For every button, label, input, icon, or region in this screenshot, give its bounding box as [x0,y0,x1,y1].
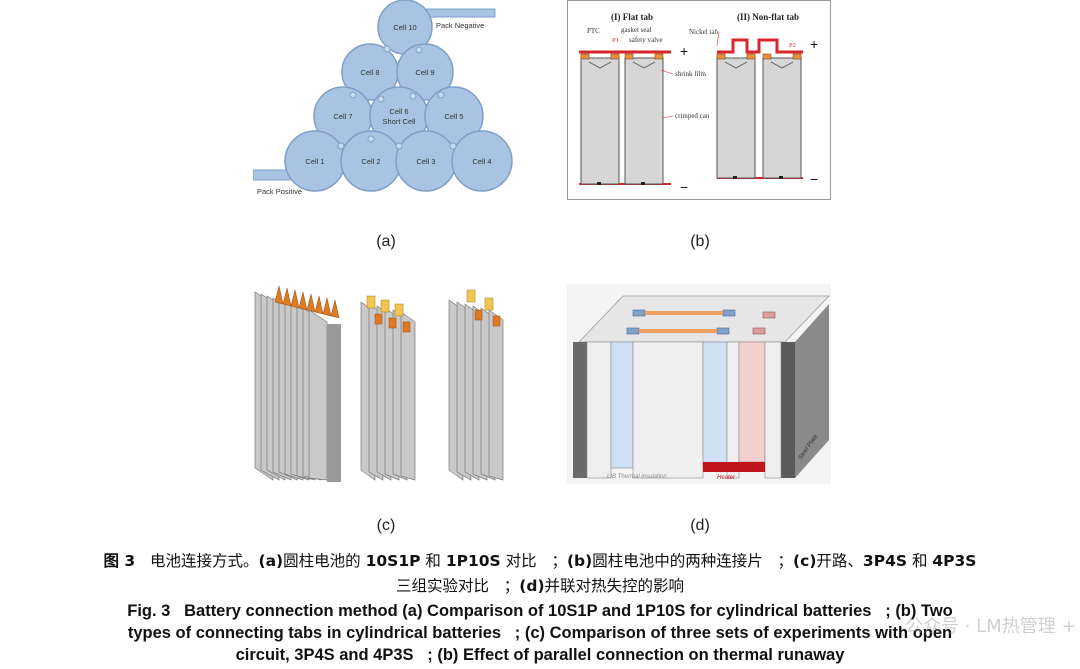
p2-label: P2 [789,42,796,49]
flat-cell-1 [580,57,620,185]
panel-d-figure: LIB Thermal insulation Heater Steel Plat… [567,284,831,484]
cell-7-label: Cell 7 [333,112,352,121]
crimped-can-label: crimped can [675,112,710,120]
cell-1-label: Cell 1 [305,157,324,166]
cell-4-label: Cell 4 [472,157,491,166]
panel-a-figure: Cell 10 Cell 8 Cell 9 Cell 7 Cell 6 Shor… [253,0,521,200]
panel-a-label: (a) [376,233,396,250]
cell-10-label: Cell 10 [393,23,416,32]
steel-plate [795,304,829,478]
nonflat-cell-1 [716,57,756,179]
gasket-seal-label: gasket seal [621,26,652,34]
caption-cn-line2: 三组实验对比 ；(d)并联对热失控的影响 [395,577,685,595]
panel-d-svg: LIB Thermal insulation Heater Steel Plat… [567,284,831,484]
panel-c-figure [253,284,517,484]
watermark: 公众号 · LM热管理 + [905,616,1077,637]
caption-en-line1: Fig. 3 Battery connection method (a) Com… [127,602,953,620]
cell-9 [396,43,454,101]
panel-d-label: (d) [690,517,710,534]
nonflat-minus: − [810,171,818,187]
caption-cn-line1: 图 3 电池连接方式。(a)圆柱电池的 10S1P 和 1P10S 对比 ；(b… [103,552,977,570]
pack-4p3s [448,289,504,481]
blue-cell-left [610,341,634,469]
heater-label: Heater [717,475,736,481]
pack-open-circuit [254,285,341,482]
shrink-film-label: shrink film [675,70,706,78]
panel-b-figure: (I) Flat tab (II) Non-flat tab PTC gaske… [567,0,831,200]
box-top [578,295,830,343]
pack-positive-label: Pack Positive [257,187,302,196]
ptc-label: PTC [587,27,600,35]
panel-c-svg [253,284,517,484]
cell-3-label: Cell 3 [416,157,435,166]
cell-2-label: Cell 2 [361,157,380,166]
non-flat-tab-title: (II) Non-flat tab [737,12,799,22]
heater-block [703,462,765,472]
panel-b-label: (b) [690,233,710,250]
flat-tab-title: (I) Flat tab [611,12,653,22]
pack-3p4s [360,295,416,481]
pink-cell [738,341,766,463]
cell-6-label: Cell 6 [389,107,408,116]
lib-insulation-label: LIB Thermal insulation [607,474,667,480]
panel-a-svg: Cell 10 Cell 8 Cell 9 Cell 7 Cell 6 Shor… [253,0,513,196]
left-end-plate [573,342,587,478]
pack-positive-lead [253,169,292,181]
cell-9-label: Cell 9 [415,68,434,77]
nickel-tab-label: Nickel tab [689,28,718,36]
cell-4 [451,130,513,192]
panel-b-svg: (I) Flat tab (II) Non-flat tab PTC gaske… [567,0,831,200]
caption-en-line3: circuit, 3P4S and 4P3S ; (b) Effect of p… [235,646,845,664]
cell-5-label: Cell 5 [444,112,463,121]
cell-8-label: Cell 8 [360,68,379,77]
flat-plus: + [680,43,688,59]
panel-c-label: (c) [376,517,396,534]
flat-minus: − [680,179,688,195]
flat-cell-2 [624,57,664,185]
caption-en-line2: types of connecting tabs in cylindrical … [127,624,953,642]
short-cell-label: Short Cell [383,117,416,126]
p1-label: P1 [612,37,619,44]
nonflat-cell-2 [762,57,802,179]
nonflat-plus: + [810,36,818,52]
pack-negative-label: Pack Negative [436,21,484,30]
blue-cell-middle [702,341,728,469]
safety-valve-label: safety valve [629,36,663,44]
